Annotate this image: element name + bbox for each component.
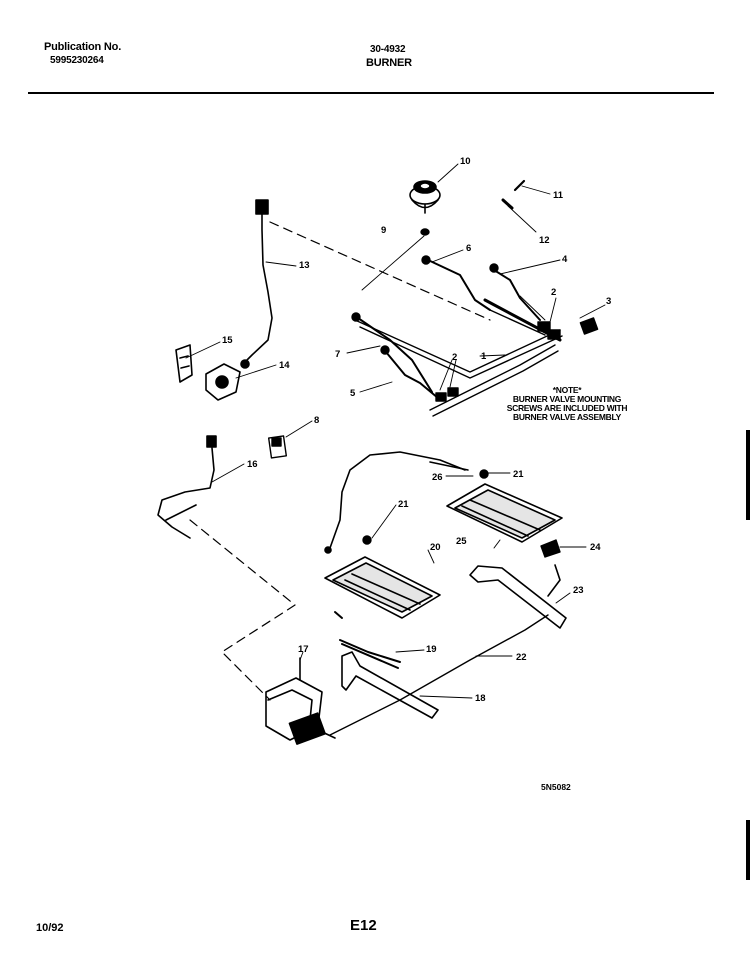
part-7-gas-tube: [351, 312, 433, 393]
scan-edge-mark: [746, 820, 750, 880]
callout-2-lower: 2: [452, 352, 457, 363]
callout-20: 20: [430, 542, 441, 553]
callout-18: 18: [475, 693, 486, 704]
part-12-clip: [501, 198, 514, 210]
part-16-ignitor-wire: [157, 435, 217, 539]
callout-labels: 10 11 12 9 6 4 2 3 1 7 2 5 13 15 14 8 16…: [222, 156, 611, 704]
callout-17: 17: [298, 644, 309, 655]
page-number: E12: [350, 917, 377, 934]
callout-21-lower: 21: [398, 499, 409, 510]
part-17-regulator: [265, 657, 336, 745]
assembly-dashed-lines: [189, 221, 491, 701]
callout-14: 14: [279, 360, 290, 371]
callout-19: 19: [426, 644, 437, 655]
part-1-manifold: [354, 298, 563, 417]
part-22-wire: [329, 614, 549, 736]
callout-15: 15: [222, 335, 233, 346]
part-6-gas-tube: [421, 255, 491, 311]
part-24-orifice: [540, 539, 561, 558]
model-number: 30-4932: [370, 44, 406, 55]
part-14-safety-valve: [205, 363, 241, 401]
callout-5: 5: [350, 388, 356, 399]
header-rule: [28, 92, 714, 94]
callout-2-upper: 2: [551, 287, 556, 298]
callout-8: 8: [314, 415, 319, 426]
callout-7: 7: [335, 349, 340, 360]
callout-1: 1: [481, 351, 487, 362]
note-line: BURNER VALVE ASSEMBLY: [513, 412, 621, 422]
callout-26: 26: [432, 472, 443, 483]
publication-label: Publication No.: [44, 41, 122, 53]
callout-13: 13: [299, 260, 310, 271]
part-2-burner-valve: [435, 321, 561, 402]
part-20-burner: [324, 556, 441, 619]
note-block: *NOTE* BURNER VALVE MOUNTING SCREWS ARE …: [496, 386, 638, 422]
callout-23: 23: [573, 585, 584, 596]
callout-9: 9: [381, 225, 386, 236]
callout-3: 3: [606, 296, 611, 307]
part-11-screw: [513, 179, 526, 192]
scan-edge-mark: [746, 430, 750, 520]
part-8-block: [267, 435, 288, 459]
note-line: SCREWS ARE INCLUDED WITH: [506, 403, 628, 413]
callout-16: 16: [247, 459, 258, 470]
drawing-id: 5N5082: [541, 782, 571, 792]
part-26-wire-harness: [324, 451, 469, 554]
callout-10: 10: [460, 156, 471, 167]
callout-21-upper: 21: [513, 469, 524, 480]
part-3-valve-stem: [579, 317, 599, 335]
callout-leaders: [185, 163, 606, 699]
callout-6: 6: [466, 243, 471, 254]
part-25-burner: [446, 483, 563, 543]
part-5-gas-tube: [380, 345, 439, 399]
part-18-burner-tube: [341, 651, 439, 719]
footer-date: 10/92: [36, 922, 64, 934]
note-title: *NOTE*: [552, 385, 582, 395]
callout-25: 25: [456, 536, 467, 547]
section-title: BURNER: [366, 57, 412, 69]
callout-11: 11: [553, 190, 564, 201]
callout-24: 24: [590, 542, 601, 553]
publication-number: 5995230264: [50, 55, 104, 66]
note-line: BURNER VALVE MOUNTING: [512, 394, 622, 404]
part-21-screw: [362, 469, 489, 545]
part-19-ignitor: [334, 611, 401, 669]
part-13-capillary-tube: [240, 199, 273, 369]
part-15-bracket: [175, 344, 193, 383]
part-9-grommet: [420, 228, 430, 236]
callout-22: 22: [516, 652, 527, 663]
part-23-burner-tube: [469, 564, 567, 629]
callout-12: 12: [539, 235, 550, 246]
part-4-gas-tube: [489, 263, 541, 321]
part-10-thermostat-bulb: [409, 180, 441, 214]
callout-4: 4: [562, 254, 568, 265]
